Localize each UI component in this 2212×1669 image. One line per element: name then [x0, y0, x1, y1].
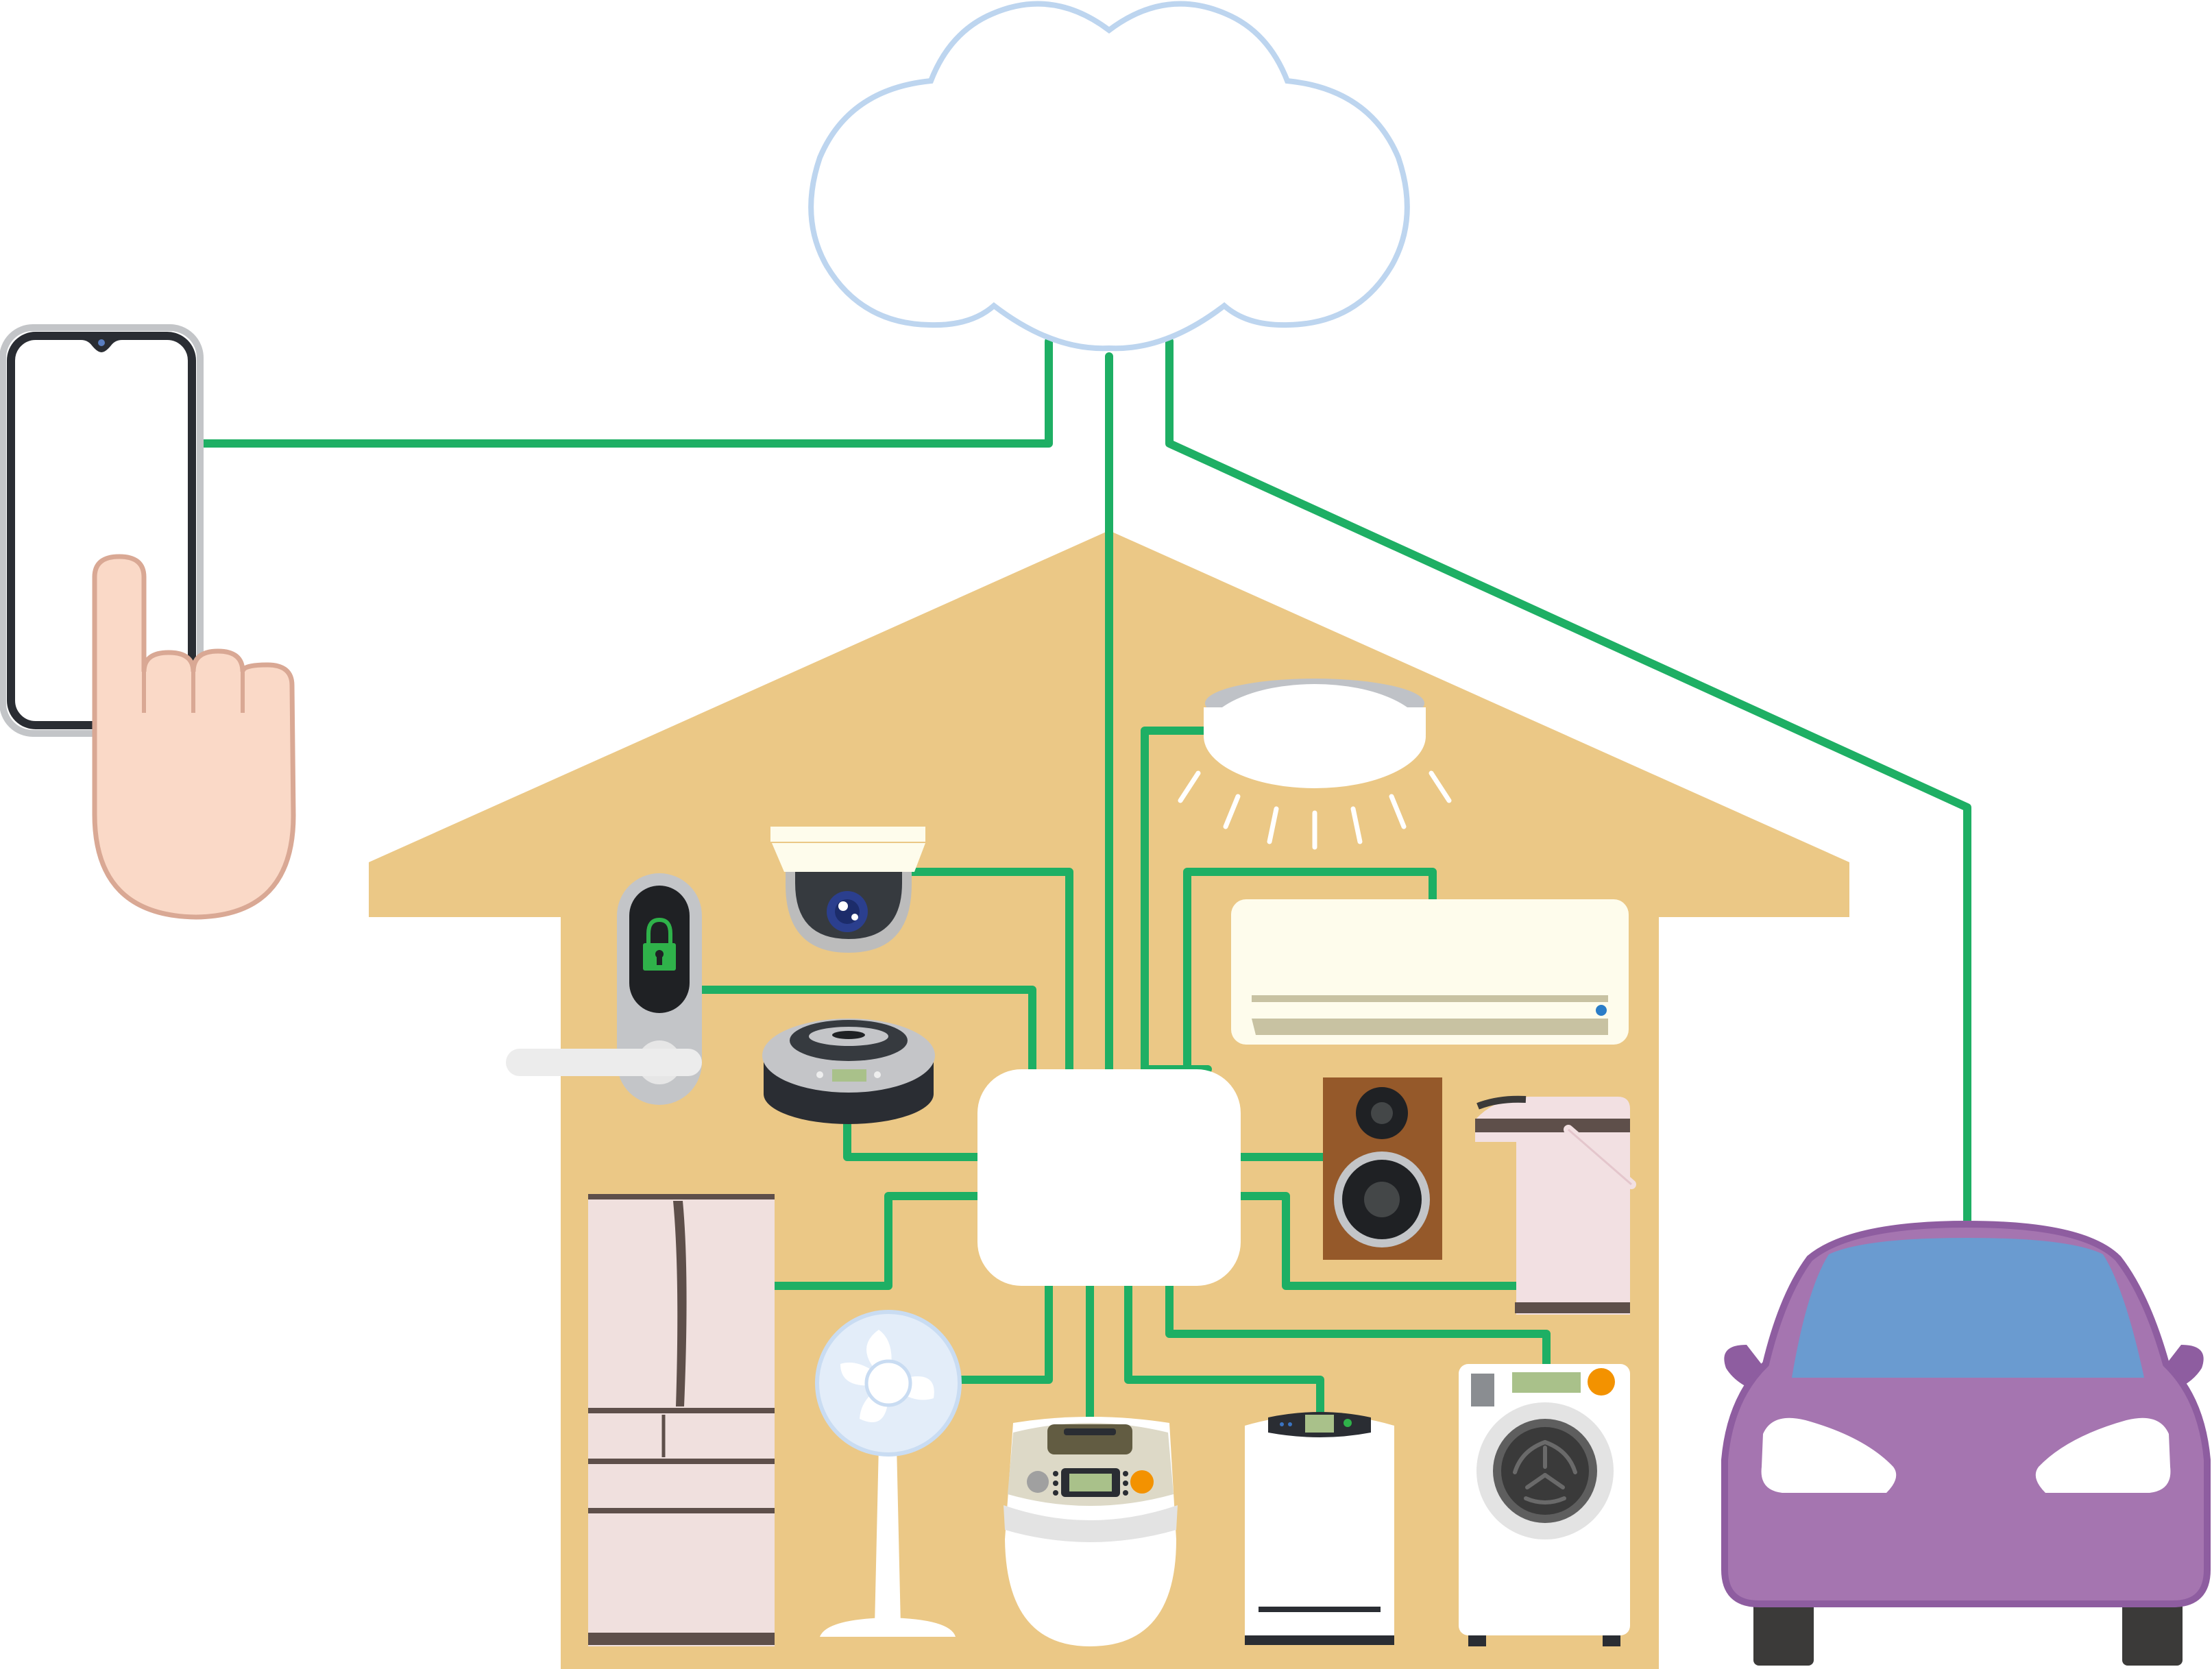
pointing-hand-icon [92, 554, 296, 920]
rice-cooker-icon [1004, 1417, 1178, 1646]
connection-cloud-car [1165, 337, 1971, 1231]
connection-lines [198, 337, 1971, 1430]
smart-lock-icon [506, 873, 702, 1105]
air-conditioner-icon [1231, 899, 1629, 1045]
refrigerator-icon [588, 1194, 775, 1646]
robot-vacuum-icon [762, 1019, 935, 1124]
connection-fan [956, 1282, 1053, 1384]
air-purifier-icon [1245, 1412, 1394, 1645]
car-icon [1721, 1220, 2211, 1666]
ceiling-light-icon [1178, 679, 1452, 850]
connection-purifier [1124, 1282, 1324, 1416]
smartphone-icon [0, 324, 204, 737]
connection-kettle [1237, 1192, 1523, 1290]
connection-fridge [770, 1192, 982, 1290]
cloud-icon [808, 1, 1410, 352]
security-camera-icon [770, 827, 925, 953]
washing-machine-icon [1459, 1364, 1630, 1646]
connection-washer [1165, 1282, 1551, 1368]
speaker-icon [1323, 1077, 1442, 1260]
electric-kettle-icon [1475, 1095, 1636, 1315]
connection-lock [695, 986, 1036, 1073]
connection-phone-cloud [198, 337, 1053, 448]
hub-icon [977, 1069, 1241, 1286]
connection-ac [1183, 868, 1437, 1073]
connection-camera [908, 868, 1073, 1073]
electric-fan-icon [815, 1310, 962, 1637]
connection-vacuum [843, 1120, 982, 1161]
